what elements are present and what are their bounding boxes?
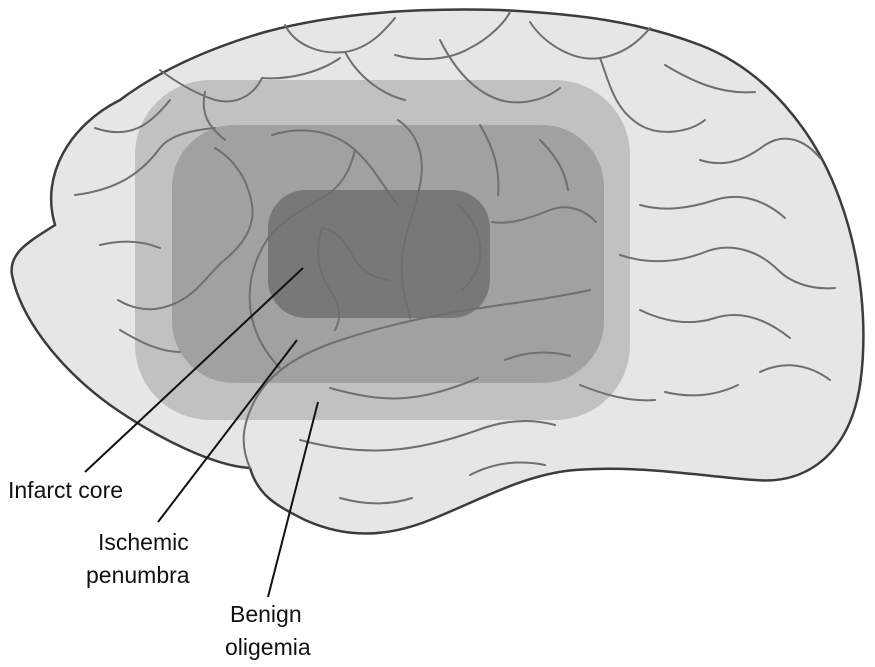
label-ischemic-penumbra-line1: Ischemic xyxy=(98,529,189,555)
leader-lines xyxy=(84,267,319,598)
leader-ischemic-penumbra xyxy=(157,339,298,523)
label-infarct-core: Infarct core xyxy=(8,477,123,503)
label-ischemic-penumbra-line2: penumbra xyxy=(86,562,190,588)
gyri-lines xyxy=(74,11,836,505)
label-benign-oligemia-line2: oligemia xyxy=(225,634,311,660)
leader-infarct-core xyxy=(84,267,304,473)
infarct-core-zone xyxy=(268,190,490,318)
leader-benign-oligemia xyxy=(267,401,319,598)
label-benign-oligemia-line1: Benign xyxy=(230,601,302,627)
